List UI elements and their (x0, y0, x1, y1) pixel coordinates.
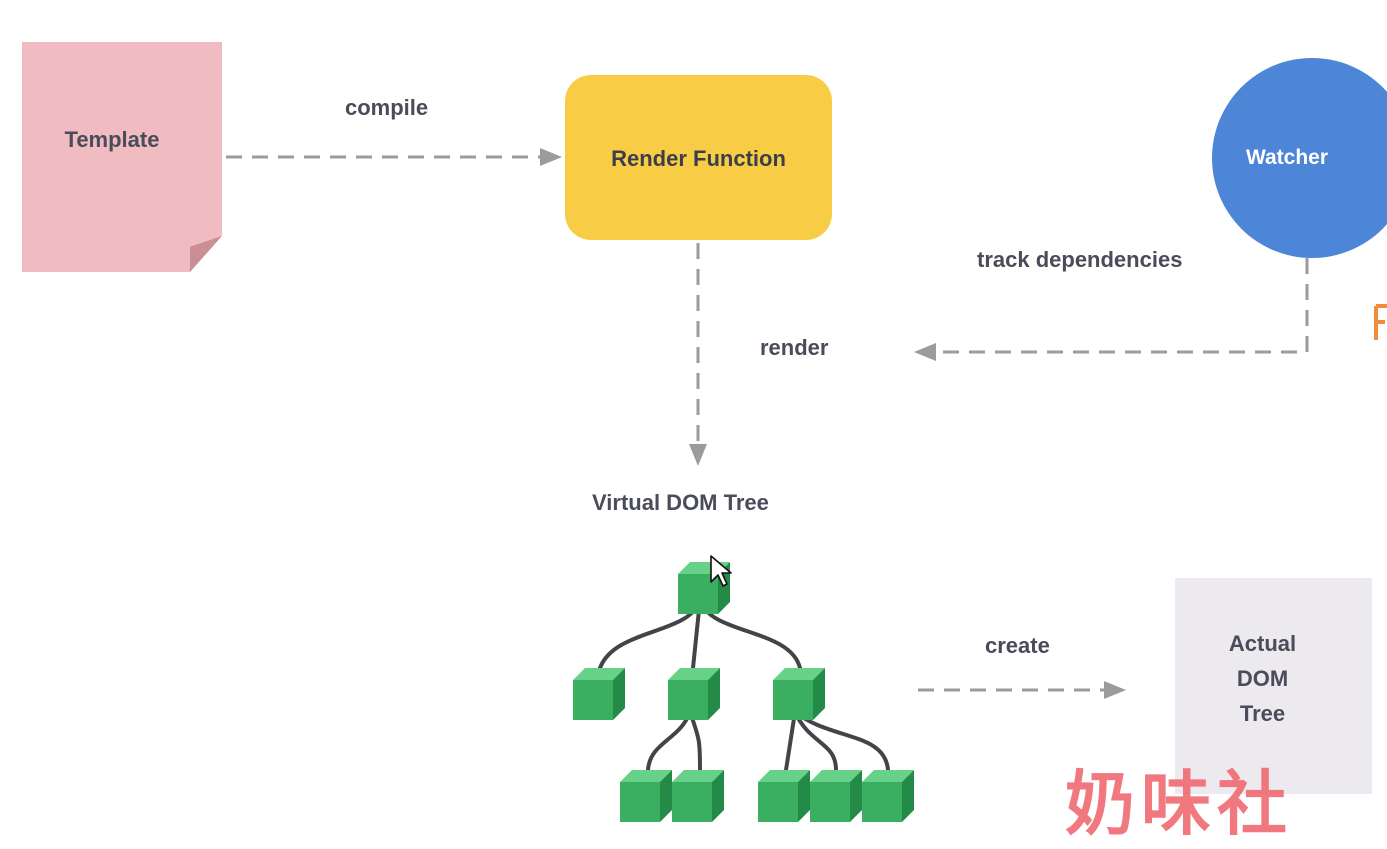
render-arrowhead (689, 444, 707, 466)
tree-edge (646, 710, 692, 772)
render-function-node (565, 75, 832, 240)
virtual-dom-tree-edges (598, 598, 890, 772)
compile-arrowhead (540, 148, 562, 166)
watermark-logo: 奶味社 (1065, 763, 1293, 845)
tree-node-cube (573, 668, 625, 720)
virtual-dom-tree-label: Virtual DOM Tree (592, 490, 769, 515)
virtual-dom-tree-cubes (573, 562, 914, 822)
actual-dom-line-1: Actual (1228, 630, 1297, 656)
create-label: create (985, 633, 1050, 658)
render-label: render (760, 335, 829, 360)
mouse-pointer-icon (710, 555, 732, 587)
tree-node-cube (773, 668, 825, 720)
right-edge-glyph (1374, 304, 1387, 340)
connector-lines (226, 155, 1309, 692)
render-function-label: Render Function (611, 146, 786, 171)
watcher-label: Watcher (1245, 146, 1329, 169)
tree-node-cube (668, 668, 720, 720)
track-dependencies-label: track dependencies (977, 247, 1183, 272)
actual-dom-line-3: Tree (1239, 700, 1286, 726)
tree-node-cube (672, 770, 724, 822)
tree-node-cube (620, 770, 672, 822)
actual-dom-tree-label: Actual DOM Tree (1175, 618, 1350, 738)
tree-edge (793, 710, 890, 772)
tree-edge (688, 710, 702, 772)
template-label: Template (64, 127, 160, 152)
tree-node-cube (810, 770, 862, 822)
track-dependencies-arrow-line (936, 258, 1309, 354)
create-arrowhead (1104, 681, 1126, 699)
template-node (22, 42, 222, 272)
arrowheads (540, 148, 1126, 699)
tree-edge (793, 710, 838, 772)
compile-label: compile (345, 95, 429, 120)
actual-dom-line-2: DOM (1236, 665, 1289, 691)
diagram-canvas (226, 148, 1309, 822)
actual-dom-tree-node (1175, 578, 1372, 794)
tree-edge (784, 710, 797, 772)
tree-node-cube (862, 770, 914, 822)
tree-node-cube (758, 770, 810, 822)
watcher-node (1212, 58, 1387, 258)
track-dependencies-arrowhead (914, 343, 936, 361)
